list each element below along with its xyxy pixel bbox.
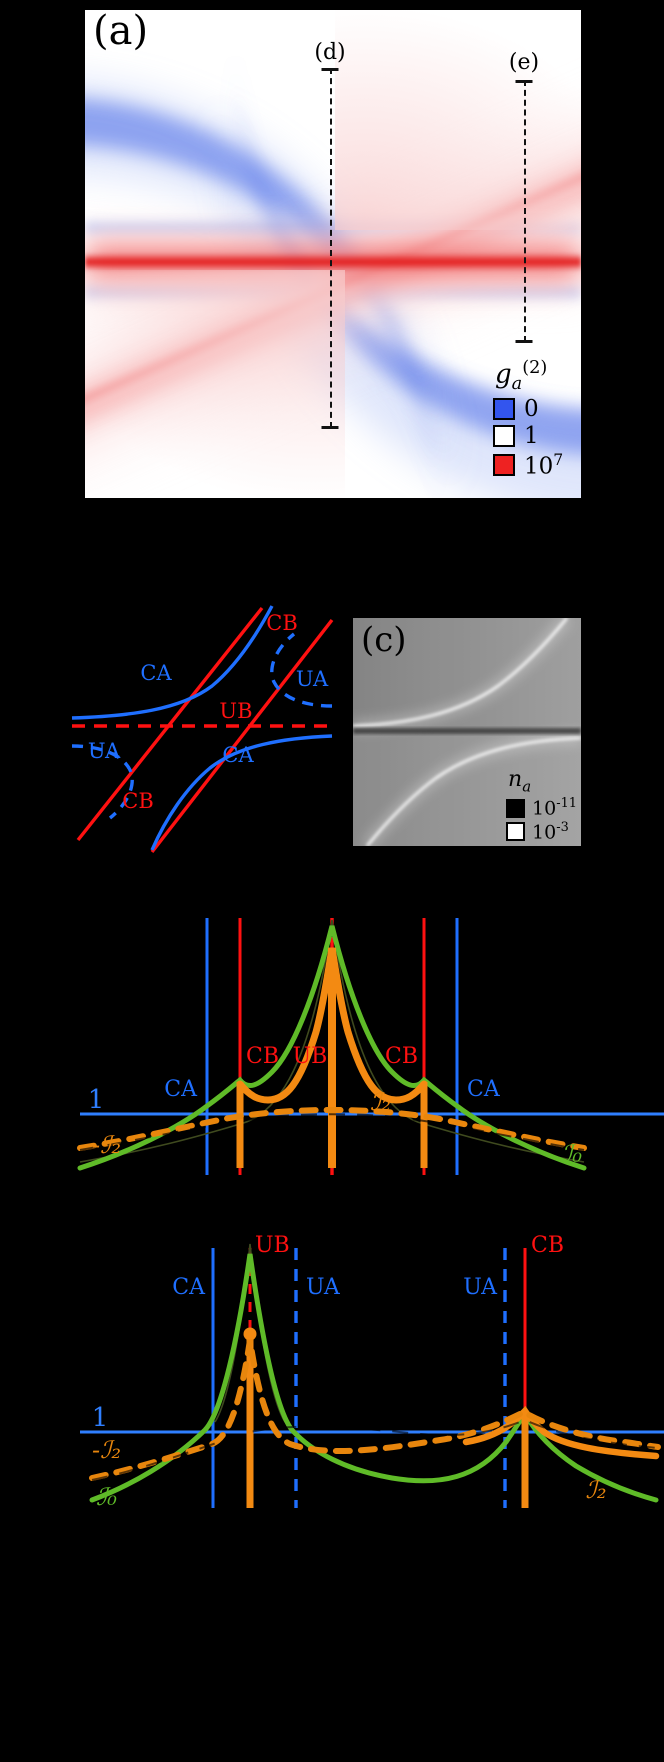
curve-ca-upper	[71, 605, 274, 720]
panel-e-guide-dashed	[91, 1418, 659, 1481]
panel-a-legend-row-2: 107	[493, 452, 581, 479]
panel-d: CA CB UB CB CA 1 -ℐ₂ ℐ₂ ℐ₀	[0, 900, 664, 1200]
panel-b: CA CB UA UB UA CA CB	[60, 590, 340, 855]
panel-d-vlabel-ca-left: CA	[164, 1077, 198, 1102]
panel-a-legend-title: ga(2)	[493, 358, 581, 394]
panel-b-label-cb-lower: CB	[122, 789, 154, 813]
panel-c-legend-value-0: 10-11	[532, 796, 577, 820]
panel-d-curve-i0	[77, 925, 587, 1171]
panel-d-curvelabel-i0: ℐ₀	[561, 1140, 582, 1168]
curve-cb-left	[76, 606, 264, 842]
panel-c: (c) na 10-11 10-3	[353, 618, 581, 846]
panel-b-label-ca-upper: CA	[140, 661, 172, 685]
panel-b-label-cb-upper: CB	[266, 611, 298, 635]
panel-e-curvelabel-i2: ℐ₂	[586, 1476, 607, 1504]
panel-e-plot: CA UB UA UA CB 1 -ℐ₂ ℐ₀ ℐ₂	[80, 1233, 664, 1511]
panel-c-legend-value-0-main: 10	[532, 797, 557, 820]
legend-swatch-white-c	[506, 822, 526, 842]
panel-a-heatmap	[85, 10, 581, 498]
panel-d-vlabel-cb-right: CB	[385, 1044, 418, 1069]
heatmap-pink-wash-lower-left	[85, 270, 345, 498]
curve-ua-lower-left	[71, 744, 134, 820]
legend-swatch-black	[506, 799, 526, 818]
legend-symbol-sub: a	[511, 373, 523, 394]
panel-e-spike-ub-cap	[243, 1327, 257, 1341]
legend-symbol-n-sub: a	[522, 777, 532, 796]
panel-e-vlabel-ua-left: UA	[306, 1275, 341, 1300]
panel-c-dark-seam	[353, 728, 581, 734]
panel-a-legend-row-0: 0	[493, 395, 581, 422]
panel-b-label-ua-upper: UA	[296, 667, 329, 691]
callout-d-cap-bottom	[321, 426, 339, 429]
panel-a-label: (a)	[93, 10, 149, 54]
callout-d: (d)	[314, 40, 346, 429]
panel-c-legend-value-1: 10-3	[532, 819, 569, 843]
callout-e: (e)	[509, 50, 539, 343]
panel-b-label-ca-lower: CA	[222, 743, 254, 767]
panel-d-vlabel-ub: UB	[293, 1044, 328, 1069]
legend-value-2: 107	[524, 452, 563, 479]
panel-c-legend-value-1-sup: -3	[556, 819, 569, 835]
panel-d-curvelabel-neg-i2: -ℐ₂	[92, 1131, 121, 1159]
panel-c-legend-value-0-sup: -11	[556, 796, 577, 812]
callout-d-label: (d)	[314, 40, 346, 65]
legend-swatch-blue	[493, 398, 515, 421]
legend-value-0: 0	[524, 395, 539, 422]
heatmap-red-horizontal-core	[85, 253, 581, 271]
panel-a-legend: ga(2) 0 1 107	[493, 358, 581, 479]
panel-e-curvelabel-neg-i2: -ℐ₂	[92, 1436, 121, 1464]
callout-e-label: (e)	[508, 50, 540, 75]
legend-swatch-red	[493, 454, 515, 477]
panel-e-vlabel-cb: CB	[531, 1233, 564, 1258]
legend-value-2-sup: 7	[553, 449, 564, 469]
panel-d-vlabel-ca-right: CA	[467, 1077, 501, 1102]
panel-d-guide-dashed	[79, 1113, 585, 1151]
panel-e-curvelabel-i0: ℐ₀	[96, 1483, 117, 1511]
panel-b-label-ua-lower: UA	[88, 739, 121, 763]
panel-d-axis-label-one: 1	[88, 1085, 105, 1115]
panel-c-legend: na 10-11 10-3	[506, 767, 577, 842]
heatmap-pink-wash-upper-right	[335, 10, 581, 230]
panel-c-legend-row-1: 10-3	[506, 819, 577, 843]
legend-symbol-n: n	[508, 766, 523, 792]
panel-a: (a) (d) (e) ga(2) 0 1 107	[85, 10, 581, 498]
legend-swatch-white	[493, 425, 515, 448]
callout-e-stem	[524, 80, 526, 342]
curve-cb-right	[150, 618, 334, 854]
panel-e-axis-label-one: 1	[92, 1403, 109, 1433]
panel-c-arc-lower	[365, 736, 581, 846]
panel-d-curve-neg-i2	[77, 1106, 587, 1151]
panel-c-legend-value-1-main: 10	[532, 821, 557, 843]
panel-c-label: (c)	[361, 620, 407, 660]
panel-e-vlabel-ub: UB	[255, 1233, 290, 1258]
panel-e: CA UB UA UA CB 1 -ℐ₂ ℐ₀ ℐ₂	[0, 1230, 664, 1530]
panel-c-arc-upper	[353, 618, 569, 728]
curve-ca-lower	[150, 734, 333, 851]
legend-symbol-sup: (2)	[522, 358, 548, 378]
panel-b-label-ub: UB	[219, 699, 252, 723]
panel-d-vlabel-cb-left: CB	[246, 1044, 279, 1069]
panel-e-vlabel-ca: CA	[172, 1275, 206, 1300]
panel-a-legend-row-1: 1	[493, 422, 581, 449]
panel-b-diagram: CA CB UA UB UA CA CB	[71, 605, 334, 854]
panel-d-curvelabel-i2: ℐ₂	[370, 1088, 391, 1116]
panel-c-legend-title: na	[506, 767, 577, 795]
legend-value-1: 1	[524, 422, 539, 449]
panel-c-legend-row-0: 10-11	[506, 796, 577, 820]
callout-d-stem	[330, 68, 332, 428]
panel-c-heatmap	[353, 618, 581, 846]
panel-d-guide-curve	[79, 919, 585, 1163]
callout-e-cap-bottom	[515, 340, 533, 343]
legend-value-2-main: 10	[524, 453, 554, 480]
legend-symbol-g: g	[495, 359, 512, 390]
panel-e-curve-i0	[89, 1253, 659, 1503]
curve-ua-upper-right	[270, 632, 333, 708]
panel-d-plot: CA CB UB CB CA 1 -ℐ₂ ℐ₂ ℐ₀	[77, 918, 664, 1175]
panel-e-vlabel-ua-right: UA	[463, 1275, 498, 1300]
